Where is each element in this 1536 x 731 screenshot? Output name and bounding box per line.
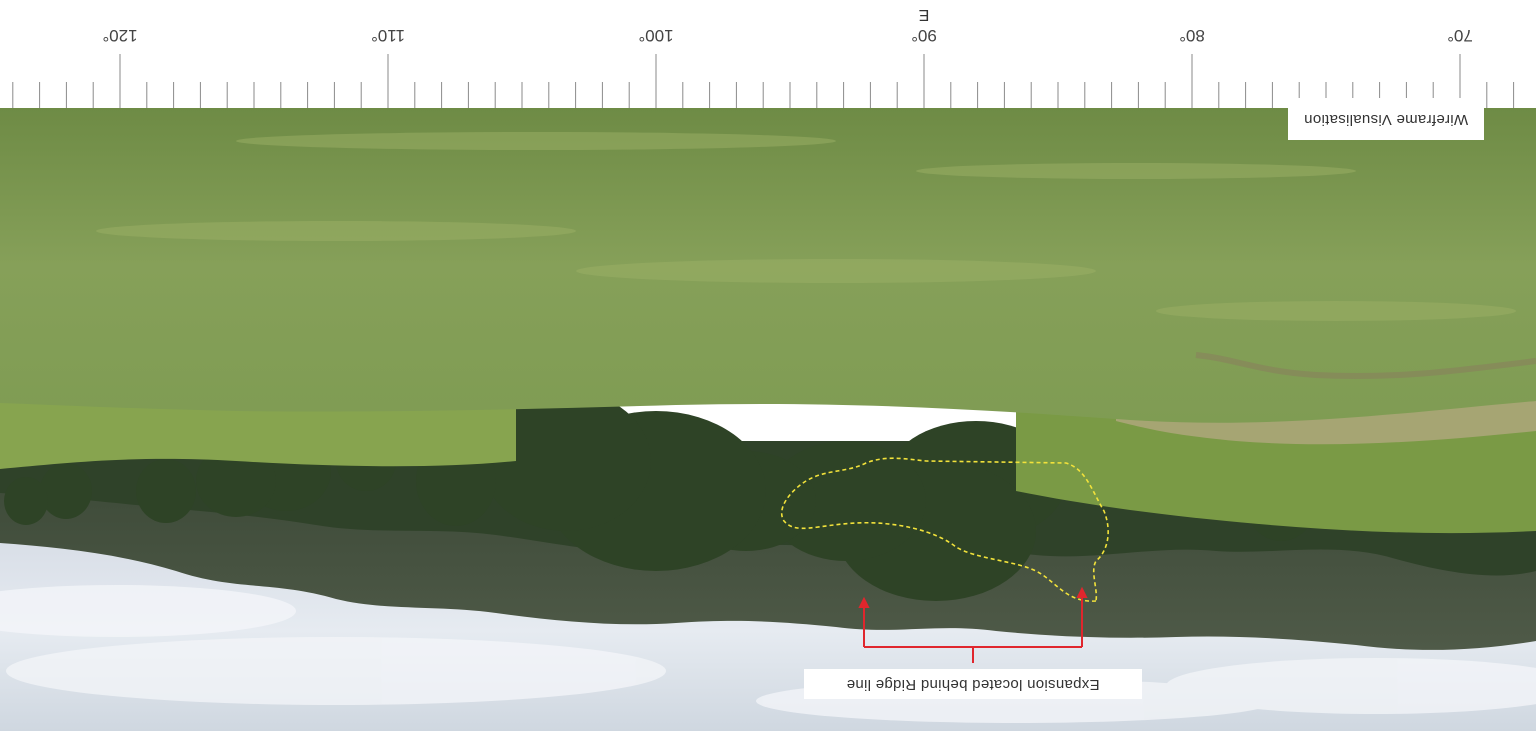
title-label: Wireframe Visualisation — [1288, 98, 1484, 140]
compass-ruler: 70° 80° 90° 100° 110° 120° E — [0, 0, 1536, 108]
tick-label: 90° — [911, 26, 937, 45]
tick-label: 80° — [1179, 26, 1205, 45]
tick-label: 100° — [638, 26, 673, 45]
dirt-track — [1195, 352, 1536, 380]
expansion-outline — [781, 457, 1109, 602]
grass-texture — [96, 132, 1516, 321]
marker-lines — [858, 586, 1088, 663]
annotation-label: Expansion located behind Ridge line — [804, 669, 1142, 699]
trees — [4, 391, 1516, 601]
tick-label: 110° — [371, 26, 405, 45]
tick-label: 70° — [1447, 26, 1473, 45]
field-strip — [1116, 401, 1536, 445]
tick-label: 120° — [102, 26, 137, 45]
heading-label: E — [919, 6, 930, 23]
